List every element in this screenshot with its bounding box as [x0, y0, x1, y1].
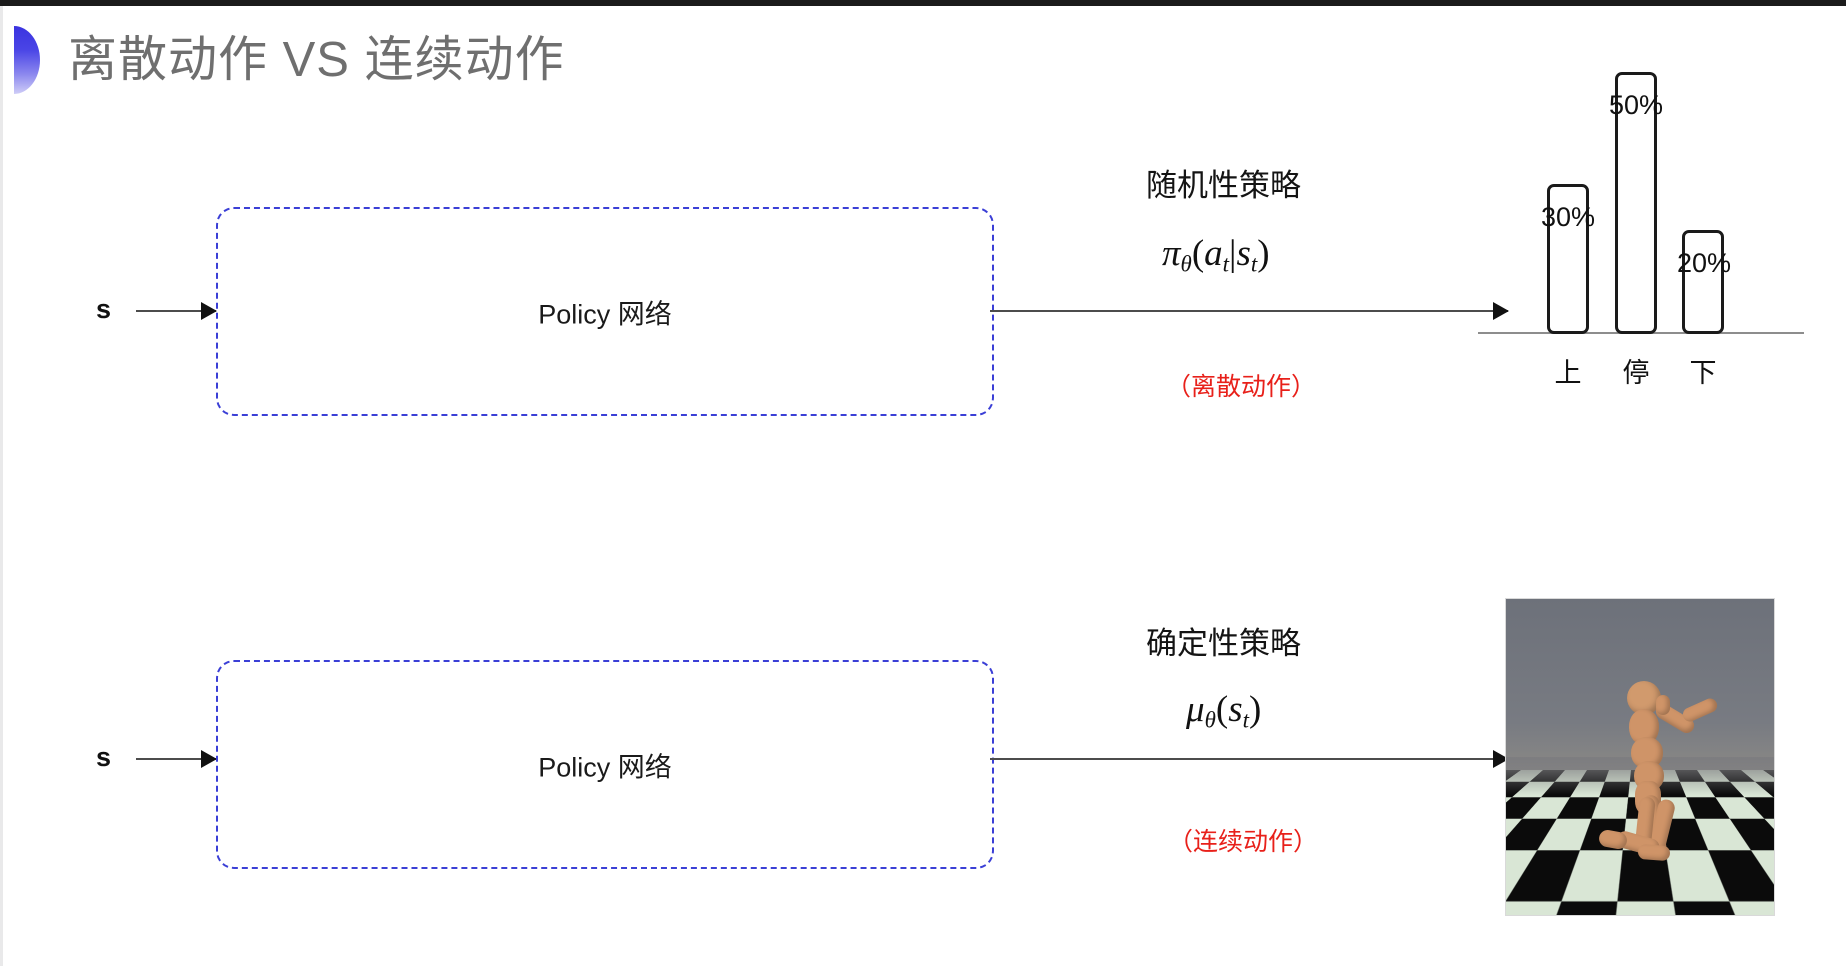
- formula-open-paren-2: (: [1215, 689, 1229, 730]
- formula-close-paren: ): [1257, 233, 1270, 274]
- formula-open-paren: (: [1191, 233, 1205, 274]
- deterministic-policy-title: 确定性策略: [1146, 626, 1301, 661]
- formula-mu-symbol: μ: [1186, 689, 1205, 730]
- continuous-action-note: （连续动作）: [1168, 828, 1319, 856]
- bar-value-down: 20%: [1676, 248, 1732, 278]
- bar-stop: [1615, 72, 1657, 334]
- policy-network-label-row1: Policy 网络: [538, 299, 672, 329]
- bar-category-down: 下: [1689, 358, 1717, 388]
- policy-network-label-row2: Policy 网络: [538, 752, 672, 782]
- formula-state-symbol-2: s: [1228, 689, 1243, 730]
- policy-network-box-row1[interactable]: Policy 网络: [216, 207, 994, 416]
- formula-state-subscript-2: t: [1242, 707, 1249, 733]
- letterbox-top-bar: [0, 0, 1846, 6]
- output-arrow-row2: [990, 758, 1508, 760]
- bar-value-up: 30%: [1540, 202, 1596, 232]
- formula-pi-symbol: π: [1162, 233, 1181, 274]
- policy-network-box-row2[interactable]: Policy 网络: [216, 660, 994, 869]
- bar-category-stop: 停: [1622, 358, 1650, 388]
- humanoid-hand: [1656, 695, 1670, 715]
- formula-state-subscript: t: [1250, 251, 1258, 277]
- slide-left-edge: [0, 6, 3, 966]
- formula-state-symbol: s: [1236, 233, 1251, 274]
- discrete-action-note: （离散动作）: [1166, 373, 1317, 401]
- formula-theta-subscript-2: θ: [1204, 707, 1216, 733]
- title-bullet-icon: [14, 26, 40, 94]
- bar-down: [1682, 230, 1724, 334]
- stochastic-policy-formula: πθ(at|st): [1162, 232, 1270, 277]
- input-state-label-row2: s: [96, 742, 112, 772]
- bar-up: [1547, 184, 1589, 334]
- output-arrow-row1: [990, 310, 1508, 312]
- page-title: 离散动作 VS 连续动作: [68, 33, 565, 87]
- formula-close-paren-2: ): [1248, 689, 1262, 730]
- bar-value-stop: 50%: [1608, 90, 1664, 120]
- humanoid-foot-front: [1637, 843, 1671, 862]
- formula-action-subscript: t: [1222, 251, 1230, 277]
- humanoid-simulation-image: [1505, 598, 1775, 916]
- action-probability-bar-chart: 30% 上 50% 停 20% 下: [1476, 72, 1836, 426]
- input-arrow-row1: [136, 310, 216, 312]
- formula-conditional-bar: |: [1229, 233, 1237, 274]
- formula-theta-subscript: θ: [1180, 251, 1192, 277]
- bar-category-up: 上: [1554, 358, 1582, 388]
- formula-action-symbol: a: [1204, 233, 1223, 274]
- deterministic-policy-formula: μθ(st): [1186, 688, 1261, 733]
- stochastic-policy-title: 随机性策略: [1146, 168, 1301, 203]
- input-arrow-row2: [136, 758, 216, 760]
- input-state-label-row1: s: [96, 294, 112, 324]
